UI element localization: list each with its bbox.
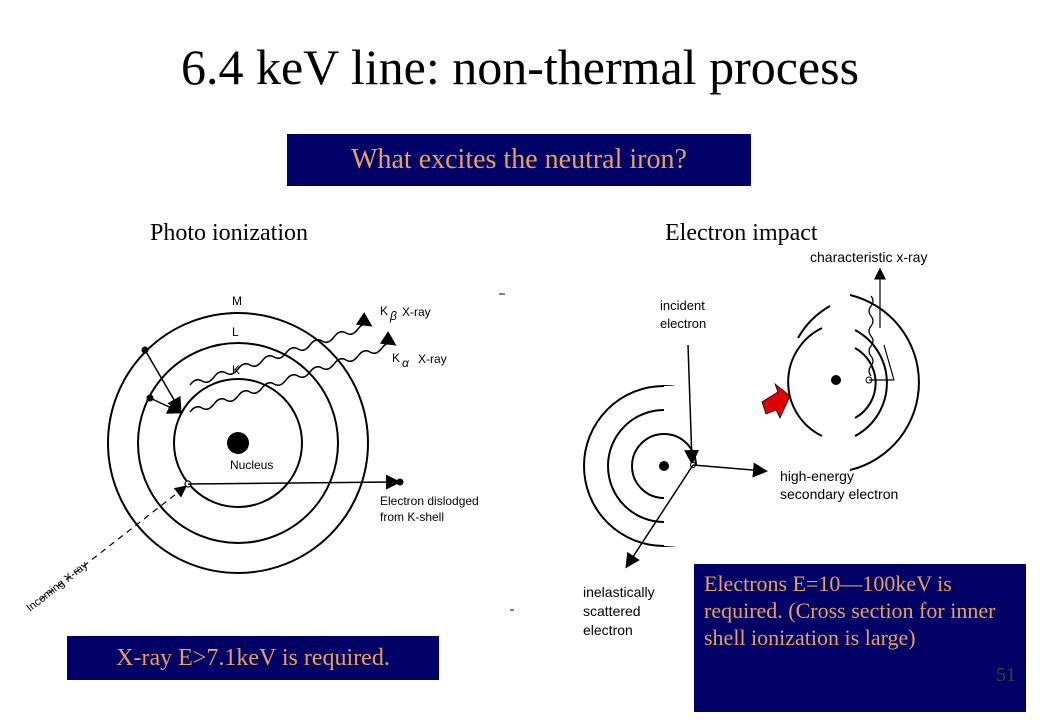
photo-ionization-note: X-ray E>7.1keV is required. [67, 636, 439, 680]
transition-arrow-l [149, 397, 183, 414]
dislodged-electron-arrow [187, 474, 401, 490]
target-nucleus [659, 461, 669, 471]
incident-label-line1: incident [660, 298, 705, 313]
page-title: 6.4 keV line: non-thermal process [180, 39, 860, 95]
incoming-xray-line [39, 485, 187, 601]
kalpha-alpha-symbol: α [402, 356, 410, 370]
excited-atom-shell-1 [854, 347, 877, 419]
dislodged-label-line2: from K-shell [380, 510, 444, 524]
characteristic-xray-label: characteristic x-ray [810, 249, 927, 265]
electron-impact-diagram: incident electron high-energy secondary … [583, 249, 927, 638]
dislodged-electron [396, 478, 404, 486]
kbeta-xray-label: X-ray [402, 305, 431, 319]
excited-atom-left-arc-2 [797, 305, 831, 339]
photo-ionization-heading: Photo ionization [150, 220, 308, 246]
secondary-electron-arrow [692, 462, 768, 478]
characteristic-xray-wave [868, 295, 874, 377]
inelastic-label-line3: electron [583, 622, 633, 638]
kbeta-k-symbol: K [380, 304, 388, 318]
shell-k-orbit [173, 378, 303, 508]
excited-atom-shell-2 [854, 329, 888, 437]
high-energy-label-line1: high-energy [780, 468, 854, 484]
kalpha-k-symbol: K [392, 351, 400, 365]
kbeta-beta-symbol: β [389, 309, 397, 323]
shell-label-k: K [232, 363, 240, 377]
incident-label-line2: electron [660, 316, 706, 331]
excited-atom-shell-3 [849, 294, 920, 471]
nucleus-label: Nucleus [230, 458, 273, 472]
incoming-xray-label: Incoming X-ray [24, 559, 90, 614]
inelastic-label-line2: scattered [583, 603, 641, 619]
question-box: What excites the neutral iron? [287, 134, 751, 186]
excited-atom-left-arc-1 [787, 327, 823, 437]
transition-arrow-m [144, 349, 182, 413]
inelastic-label-line1: inelastically [583, 584, 655, 600]
shell-label-m: M [232, 294, 242, 308]
dislodged-label-line1: Electron dislodged [380, 494, 479, 508]
page-number: 51 [996, 664, 1016, 686]
shell-l-orbit [137, 342, 339, 544]
shell-label-l: L [232, 325, 239, 339]
shell-m-orbit [107, 312, 369, 574]
high-energy-label-line2: secondary electron [780, 486, 898, 502]
electron-impact-note: Electrons E=10—100keV is required. (Cros… [694, 564, 1026, 712]
photo-ionization-diagram: M L K Nucleus K β X-ray K α X-ray Electr… [24, 293, 514, 614]
red-transition-arrow [761, 382, 791, 419]
kbeta-xray-wave [189, 312, 373, 386]
incident-electron-line [684, 344, 700, 465]
nucleus [227, 432, 249, 454]
scattered-electron-arrow [625, 464, 694, 569]
excited-nucleus [831, 375, 841, 385]
transition-line-vertical [883, 344, 895, 381]
kalpha-xray-wave [189, 331, 397, 413]
electron-impact-heading: Electron impact [665, 220, 818, 246]
kalpha-xray-label: X-ray [418, 352, 447, 366]
